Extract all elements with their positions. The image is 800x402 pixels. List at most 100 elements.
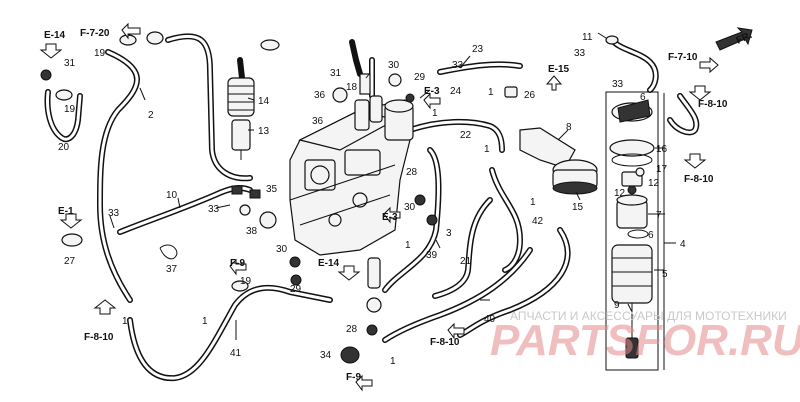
ref-f8-10-bottom: F-8-10 — [430, 337, 460, 348]
label-2: 2 — [148, 110, 154, 121]
label-30a: 30 — [388, 60, 400, 71]
ref-f7-20: F-7-20 — [80, 28, 110, 39]
label-35: 35 — [266, 184, 278, 195]
arrow-f8-10-right1 — [688, 85, 712, 101]
label-13: 13 — [258, 126, 270, 137]
ref-f8-10-left: F-8-10 — [84, 332, 114, 343]
label-33d: 33 — [574, 48, 586, 59]
label-1a: 1 — [432, 108, 438, 119]
leader-lines — [109, 32, 676, 370]
label-41: 41 — [230, 348, 242, 359]
ref-e14-mid: E-14 — [318, 258, 340, 269]
arrow-f7-10 — [699, 56, 719, 74]
throttle-body-assembly — [289, 95, 414, 256]
label-19b: 19 — [64, 104, 76, 115]
label-28b: 28 — [346, 324, 358, 335]
ref-f9-mid: F-9 — [230, 258, 245, 269]
part-labels: 31 19 19 20 2 14 13 10 33 33 35 38 27 37… — [58, 32, 686, 367]
arrow-f9-bottom — [355, 374, 373, 392]
arrow-f9-mid — [229, 258, 247, 276]
label-15: 15 — [572, 202, 584, 213]
arrow-f8-10-right2 — [683, 153, 707, 169]
label-6a: 6 — [640, 92, 646, 103]
label-36b: 36 — [312, 116, 324, 127]
label-23: 23 — [472, 44, 484, 55]
ref-e3-mid: E-3 — [382, 212, 398, 223]
watermark: АПЧАСТИ И АКСЕССУАРЫ ДЛЯ МОТОТЕХНИКИ PAR… — [490, 309, 800, 365]
arrow-e14-top — [39, 43, 63, 59]
arrow-f8-10-left — [93, 299, 117, 315]
label-19a: 19 — [94, 48, 106, 59]
label-14: 14 — [258, 96, 270, 107]
label-28a: 28 — [406, 167, 418, 178]
ref-e14-top: E-14 — [44, 30, 66, 41]
label-33c: 33 — [452, 60, 464, 71]
label-29b: 29 — [290, 284, 302, 295]
label-24: 24 — [450, 86, 462, 97]
label-1d: 1 — [530, 197, 536, 208]
label-9: 9 — [614, 300, 620, 311]
label-19c: 19 — [240, 276, 252, 287]
label-7: 7 — [656, 210, 662, 221]
arrow-e3-mid — [383, 206, 401, 224]
label-31b: 31 — [330, 68, 342, 79]
label-6b: 6 — [648, 230, 654, 241]
label-4: 4 — [680, 239, 686, 250]
ref-f8-10-right2: F-8-10 — [684, 174, 714, 185]
label-16: 16 — [656, 144, 668, 155]
fuel-pump-assembly — [605, 91, 659, 371]
ref-f9-bottom: F-9 — [346, 372, 361, 383]
ref-e3-top: E-3 — [424, 86, 440, 97]
label-18: 18 — [346, 82, 358, 93]
label-31a: 31 — [64, 58, 76, 69]
filter-parts — [227, 77, 255, 160]
ref-e15: E-15 — [548, 64, 570, 75]
label-1g: 1 — [122, 316, 128, 327]
label-33b: 33 — [208, 204, 220, 215]
label-40: 40 — [484, 314, 496, 325]
arrow-e3-top — [423, 92, 441, 110]
ref-e1: E-1 — [58, 206, 74, 217]
label-12a: 12 — [648, 178, 660, 189]
arrow-e1 — [59, 213, 83, 229]
label-1h: 1 — [390, 356, 396, 367]
label-8: 8 — [566, 122, 572, 133]
label-21: 21 — [460, 256, 472, 267]
label-33e: 33 — [612, 79, 624, 90]
arrow-f7-20 — [121, 22, 141, 40]
label-30b: 30 — [404, 202, 416, 213]
label-42: 42 — [532, 216, 544, 227]
label-12b: 12 — [614, 188, 626, 199]
label-22: 22 — [460, 130, 472, 141]
label-26: 26 — [524, 90, 536, 101]
label-36a: 36 — [314, 90, 326, 101]
arrow-f8-10-bottom — [447, 322, 465, 340]
pump-bracket — [519, 127, 598, 195]
label-1e: 1 — [405, 240, 411, 251]
label-38: 38 — [246, 226, 258, 237]
label-39: 39 — [426, 250, 438, 261]
small-parts — [40, 31, 645, 364]
label-1f: 1 — [202, 316, 208, 327]
arrow-e15 — [545, 75, 563, 91]
label-29a: 29 — [414, 72, 426, 83]
label-27: 27 — [64, 256, 76, 267]
label-33a: 33 — [108, 208, 120, 219]
label-30c: 30 — [276, 244, 288, 255]
label-34: 34 — [320, 350, 332, 361]
label-1c: 1 — [484, 144, 490, 155]
label-20: 20 — [58, 142, 70, 153]
label-10: 10 — [166, 190, 178, 201]
ref-f8-10-right1: F-8-10 — [698, 99, 728, 110]
label-37: 37 — [166, 264, 178, 275]
arrow-e14-mid — [337, 265, 361, 281]
watermark-logo: PARTSFOR.RU — [490, 316, 800, 365]
label-17: 17 — [656, 164, 668, 175]
fr-arrow-icon — [715, 27, 753, 51]
hose-lines — [44, 33, 700, 382]
label-3: 3 — [446, 228, 452, 239]
watermark-tagline: АПЧАСТИ И АКСЕССУАРЫ ДЛЯ МОТОТЕХНИКИ — [510, 309, 787, 323]
label-5: 5 — [662, 269, 668, 280]
